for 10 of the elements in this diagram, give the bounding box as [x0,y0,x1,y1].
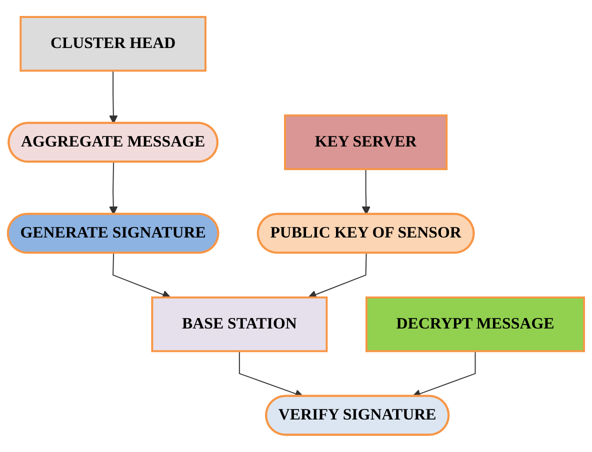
arrow [112,252,171,299]
arrow [109,70,118,124]
arrow [412,350,476,398]
node-box: DECRYPT MESSAGE [365,296,586,352]
node-box: CLUSTER HEAD [20,16,206,72]
arrow [308,252,367,299]
node-box: KEY SERVER [284,114,448,170]
arrow [362,168,370,215]
node-box: BASE STATION [151,296,328,352]
arrow [109,162,118,215]
